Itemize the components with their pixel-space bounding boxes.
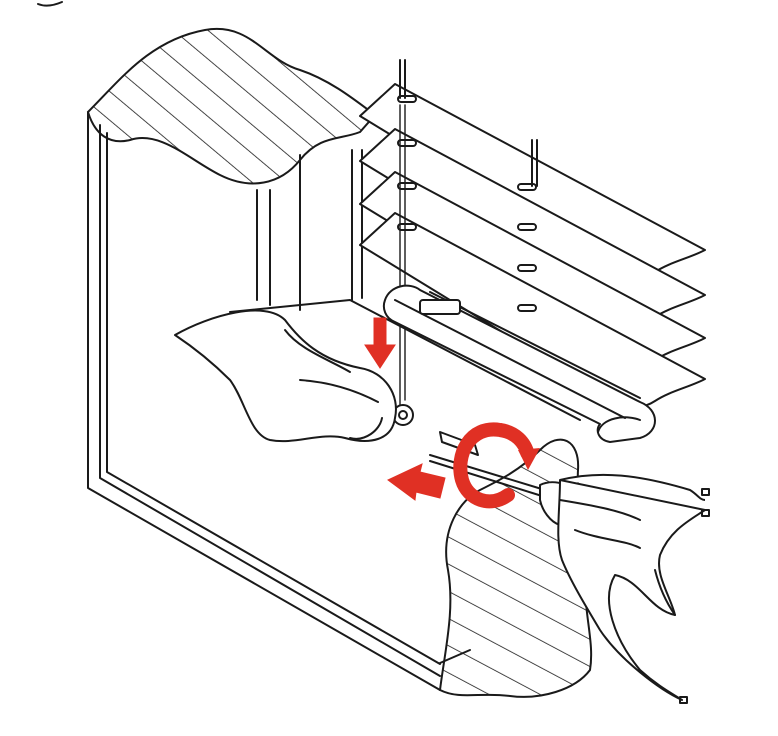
- label-marker: [679, 696, 688, 704]
- headrail: [382, 284, 656, 443]
- down-arrow-icon: [364, 317, 396, 369]
- right-hand: [557, 473, 706, 701]
- wall-section-top: [86, 27, 377, 185]
- left-hand: [174, 309, 397, 443]
- blind-slats: [359, 59, 706, 408]
- window-frame: [87, 111, 581, 691]
- label-marker: [701, 488, 710, 496]
- corner-mark: [37, 1, 63, 7]
- rotate-arrow-icon: [453, 422, 540, 509]
- label-marker: [701, 509, 710, 517]
- left-arrow-icon: [387, 463, 446, 501]
